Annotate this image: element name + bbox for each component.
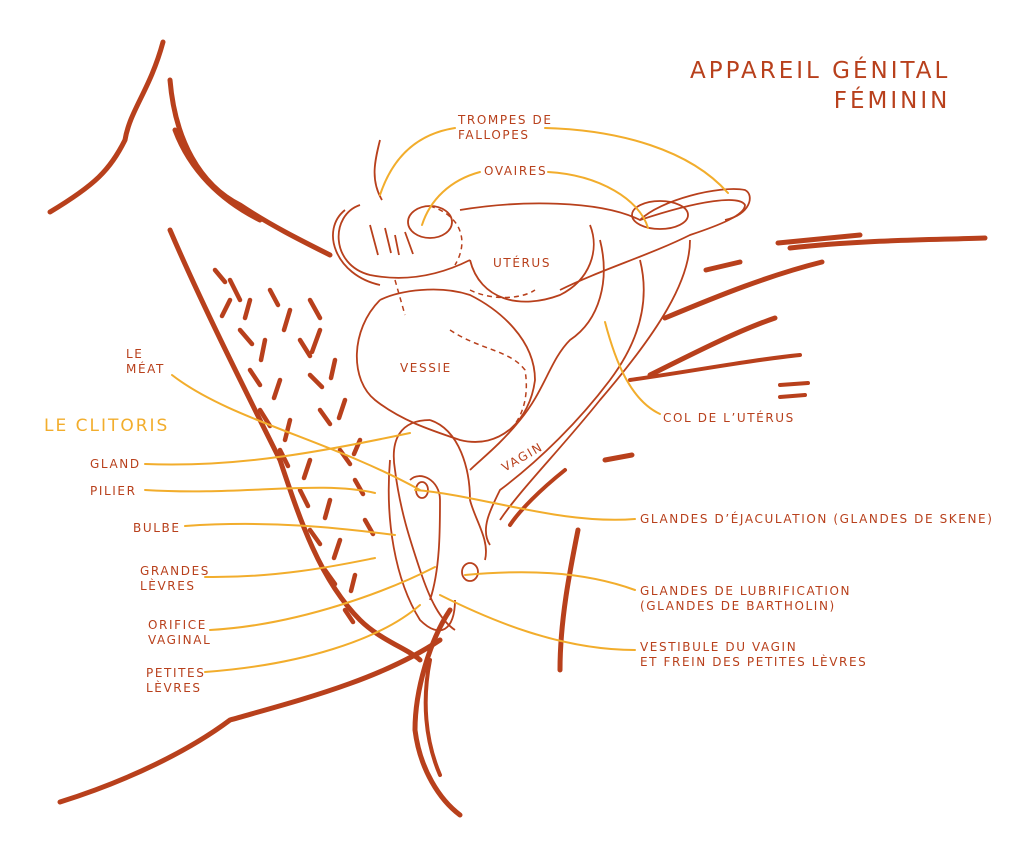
label-uterus: UTÉRUS [493,256,552,270]
label-skene: GLANDES D’ÉJACULATION (GLANDES DE SKENE) [640,512,994,526]
label-line: GLANDES DE LUBRIFICATION [640,584,852,598]
label-line: ET FREIN DES PETITES LÈVRES [640,655,868,669]
label-line: LÈVRES [146,681,202,695]
title-line-1: APPAREIL GÉNITAL [690,58,951,84]
label-pilier: PILIER [90,484,137,498]
label-col: COL DE L’UTÉRUS [663,411,795,425]
fallopian-tube-left [337,204,471,279]
label-bulbe: BULBE [133,521,181,535]
label-line: VESTIBULE DU VAGIN [640,640,798,654]
label-line: LE [126,347,144,361]
leader-bartholin [464,571,636,591]
label-line: GRANDES [140,564,210,578]
leader-petites-levres [204,604,421,673]
leader-orifice [209,566,436,631]
label-vessie: VESSIE [400,361,452,375]
leader-col [604,321,661,415]
bartholin-gland [461,562,479,582]
label-ovaires: OVAIRES [484,164,548,178]
label-clitoris-heading: LE CLITORIS [44,416,170,436]
label-line: TROMPES DE [458,113,553,127]
label-line: LÈVRES [140,579,196,593]
title-line-2: FÉMININ [833,88,951,114]
label-line: FALLOPES [458,128,530,142]
leader-skene [414,489,636,521]
leader-pilier [144,486,376,494]
organs [332,139,751,632]
leader-lines [144,127,729,673]
leader-vestibule [439,594,636,651]
label-line: (GLANDES DE BARTHOLIN) [640,599,836,613]
leader-ovaires-left [421,171,481,226]
bladder [355,288,536,443]
ovary-right [631,200,689,230]
ovary-left [407,205,453,239]
leader-ovaires-right [547,171,649,229]
label-line: PETITES [146,666,206,680]
diagram-title: APPAREIL GÉNITAL FÉMININ [690,56,950,116]
leader-meat [171,374,421,491]
label-gland: GLAND [90,457,141,471]
leader-gland [144,432,411,466]
label-line: MÉAT [126,362,165,376]
hidden-contours [394,205,536,431]
body-outline [47,39,988,818]
leader-trompes-left [379,127,456,196]
label-line: ORIFICE [148,618,207,632]
pubic-hair [212,267,376,625]
fallopian-tube-right [639,188,751,221]
leader-trompes-right [544,127,729,194]
label-bartholin: GLANDES DE LUBRIFICATION(GLANDES DE BART… [640,584,851,614]
uterus [469,224,595,303]
label-line: VAGINAL [148,633,212,647]
leader-grandes-levres [204,557,376,579]
leader-bulbe [184,522,396,536]
